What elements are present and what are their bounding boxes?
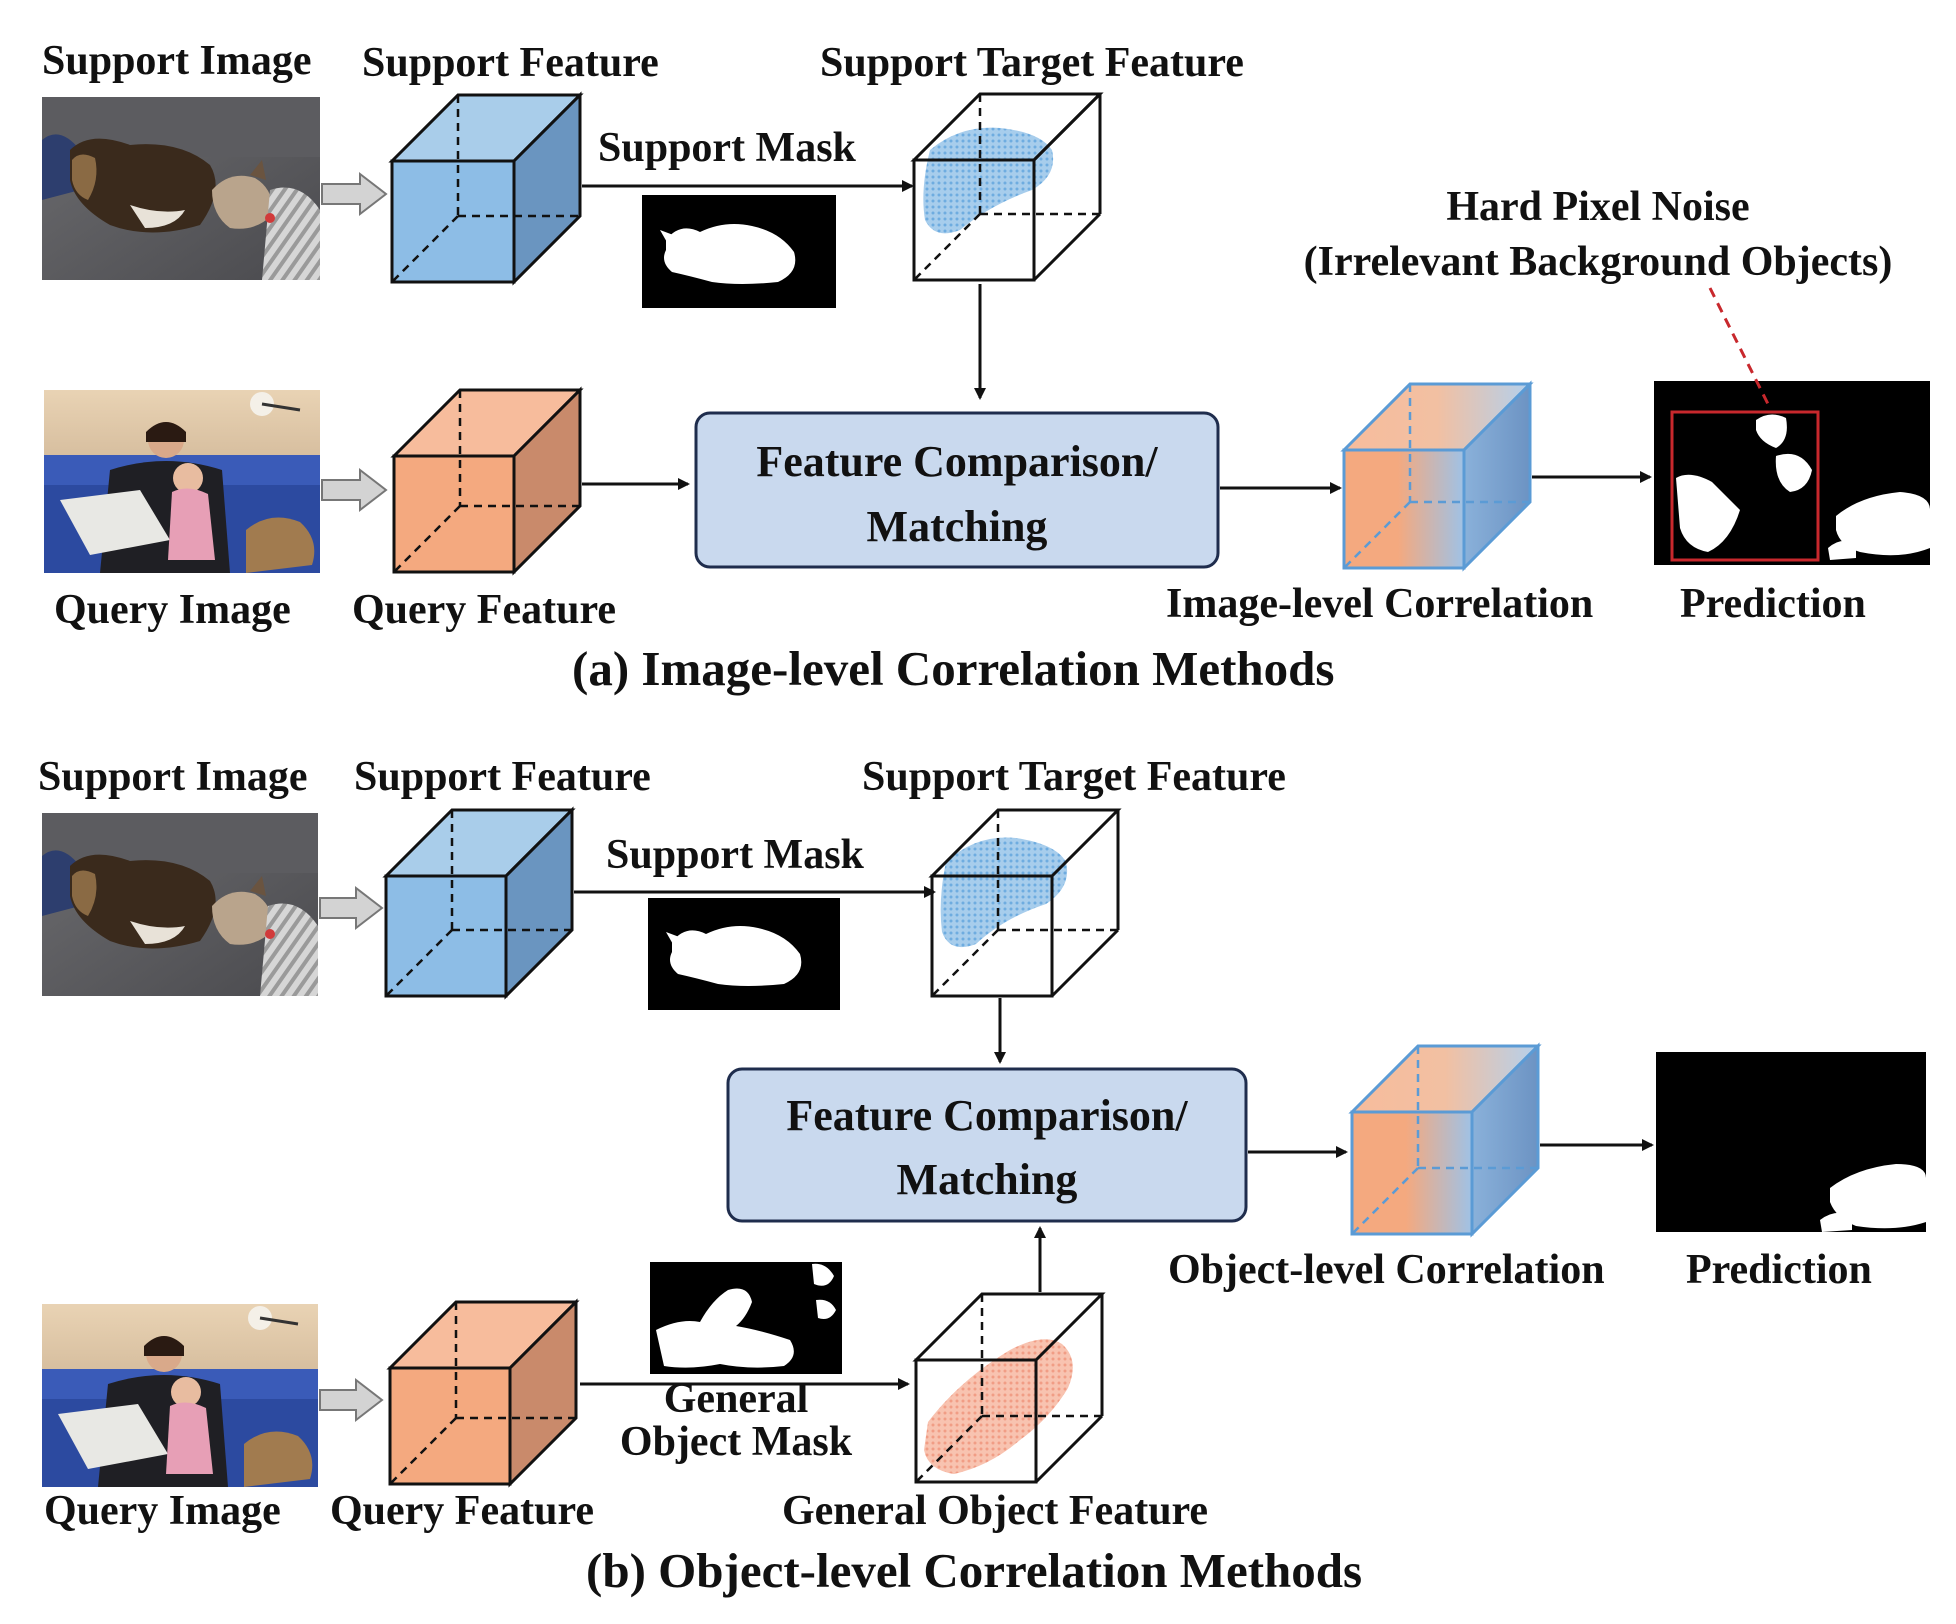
support-image-b xyxy=(42,813,318,996)
support-target-feature-label-b: Support Target Feature xyxy=(862,754,1286,800)
matching-box-b: Feature Comparison/ Matching xyxy=(726,1067,1248,1223)
query-feature-cube-b xyxy=(386,1298,580,1488)
support-feature-label: Support Feature xyxy=(362,40,659,86)
support-block-arrow xyxy=(321,171,388,217)
hard-pixel-noise-label: Hard Pixel Noise xyxy=(1446,184,1749,230)
support-feature-label-b: Support Feature xyxy=(354,754,651,800)
support-image xyxy=(42,97,320,280)
query-image-label: Query Image xyxy=(54,587,291,633)
query-image-label-b: Query Image xyxy=(44,1488,281,1534)
general-object-mask xyxy=(650,1262,842,1374)
matching-box-line2: Matching xyxy=(867,502,1048,551)
support-image-label-b: Support Image xyxy=(38,754,308,800)
query-block-arrow xyxy=(321,467,388,513)
query-image-b xyxy=(42,1304,318,1487)
query-feature-label-b: Query Feature xyxy=(330,1488,594,1534)
support-feature-cube-b xyxy=(382,806,576,1000)
general-mask-line2: Object Mask xyxy=(620,1419,853,1465)
support-image-label: Support Image xyxy=(42,38,312,84)
support-mask-label-b: Support Mask xyxy=(606,832,865,878)
irrelevant-objects-label: (Irrelevant Background Objects) xyxy=(1304,239,1893,285)
query-image xyxy=(44,390,320,573)
panel-a-caption: (a) Image-level Correlation Methods xyxy=(572,641,1335,696)
noise-highlight-box xyxy=(1670,410,1820,562)
query-feature-cube xyxy=(390,386,584,576)
support-mask-label: Support Mask xyxy=(598,125,857,171)
query-block-arrow-b xyxy=(319,1377,384,1423)
prediction-label: Prediction xyxy=(1680,581,1866,627)
general-object-feature-label: General Object Feature xyxy=(782,1488,1208,1534)
object-correlation-cube xyxy=(1348,1042,1542,1238)
support-mask xyxy=(642,195,836,308)
panel-a: Support Image Support Feature Support Ta… xyxy=(42,38,1930,696)
support-mask-b xyxy=(648,898,840,1010)
support-block-arrow-b xyxy=(319,885,384,931)
matching-box-line2-b: Matching xyxy=(897,1155,1078,1204)
matching-box-line1-b: Feature Comparison/ xyxy=(786,1091,1188,1140)
matching-box-a: Feature Comparison/ Matching xyxy=(694,411,1220,569)
object-correlation-label: Object-level Correlation xyxy=(1168,1247,1605,1293)
prediction-mask-a xyxy=(1654,381,1930,565)
prediction-label-b: Prediction xyxy=(1686,1247,1872,1293)
matching-box-line1: Feature Comparison/ xyxy=(756,437,1158,486)
prediction-mask-b xyxy=(1656,1052,1926,1232)
panel-b: Support Image Support Feature Support Ta… xyxy=(38,754,1926,1598)
support-target-feature-cube xyxy=(910,92,1104,282)
image-correlation-cube xyxy=(1340,380,1534,572)
noise-pointer xyxy=(1708,287,1772,409)
query-feature-label: Query Feature xyxy=(352,587,616,633)
support-target-feature-label: Support Target Feature xyxy=(820,40,1244,86)
support-feature-cube xyxy=(388,91,584,286)
correlation-label: Image-level Correlation xyxy=(1166,581,1593,627)
panel-b-caption: (b) Object-level Correlation Methods xyxy=(586,1543,1362,1598)
general-object-feature-cube xyxy=(912,1292,1106,1484)
support-target-feature-cube-b xyxy=(928,808,1122,998)
